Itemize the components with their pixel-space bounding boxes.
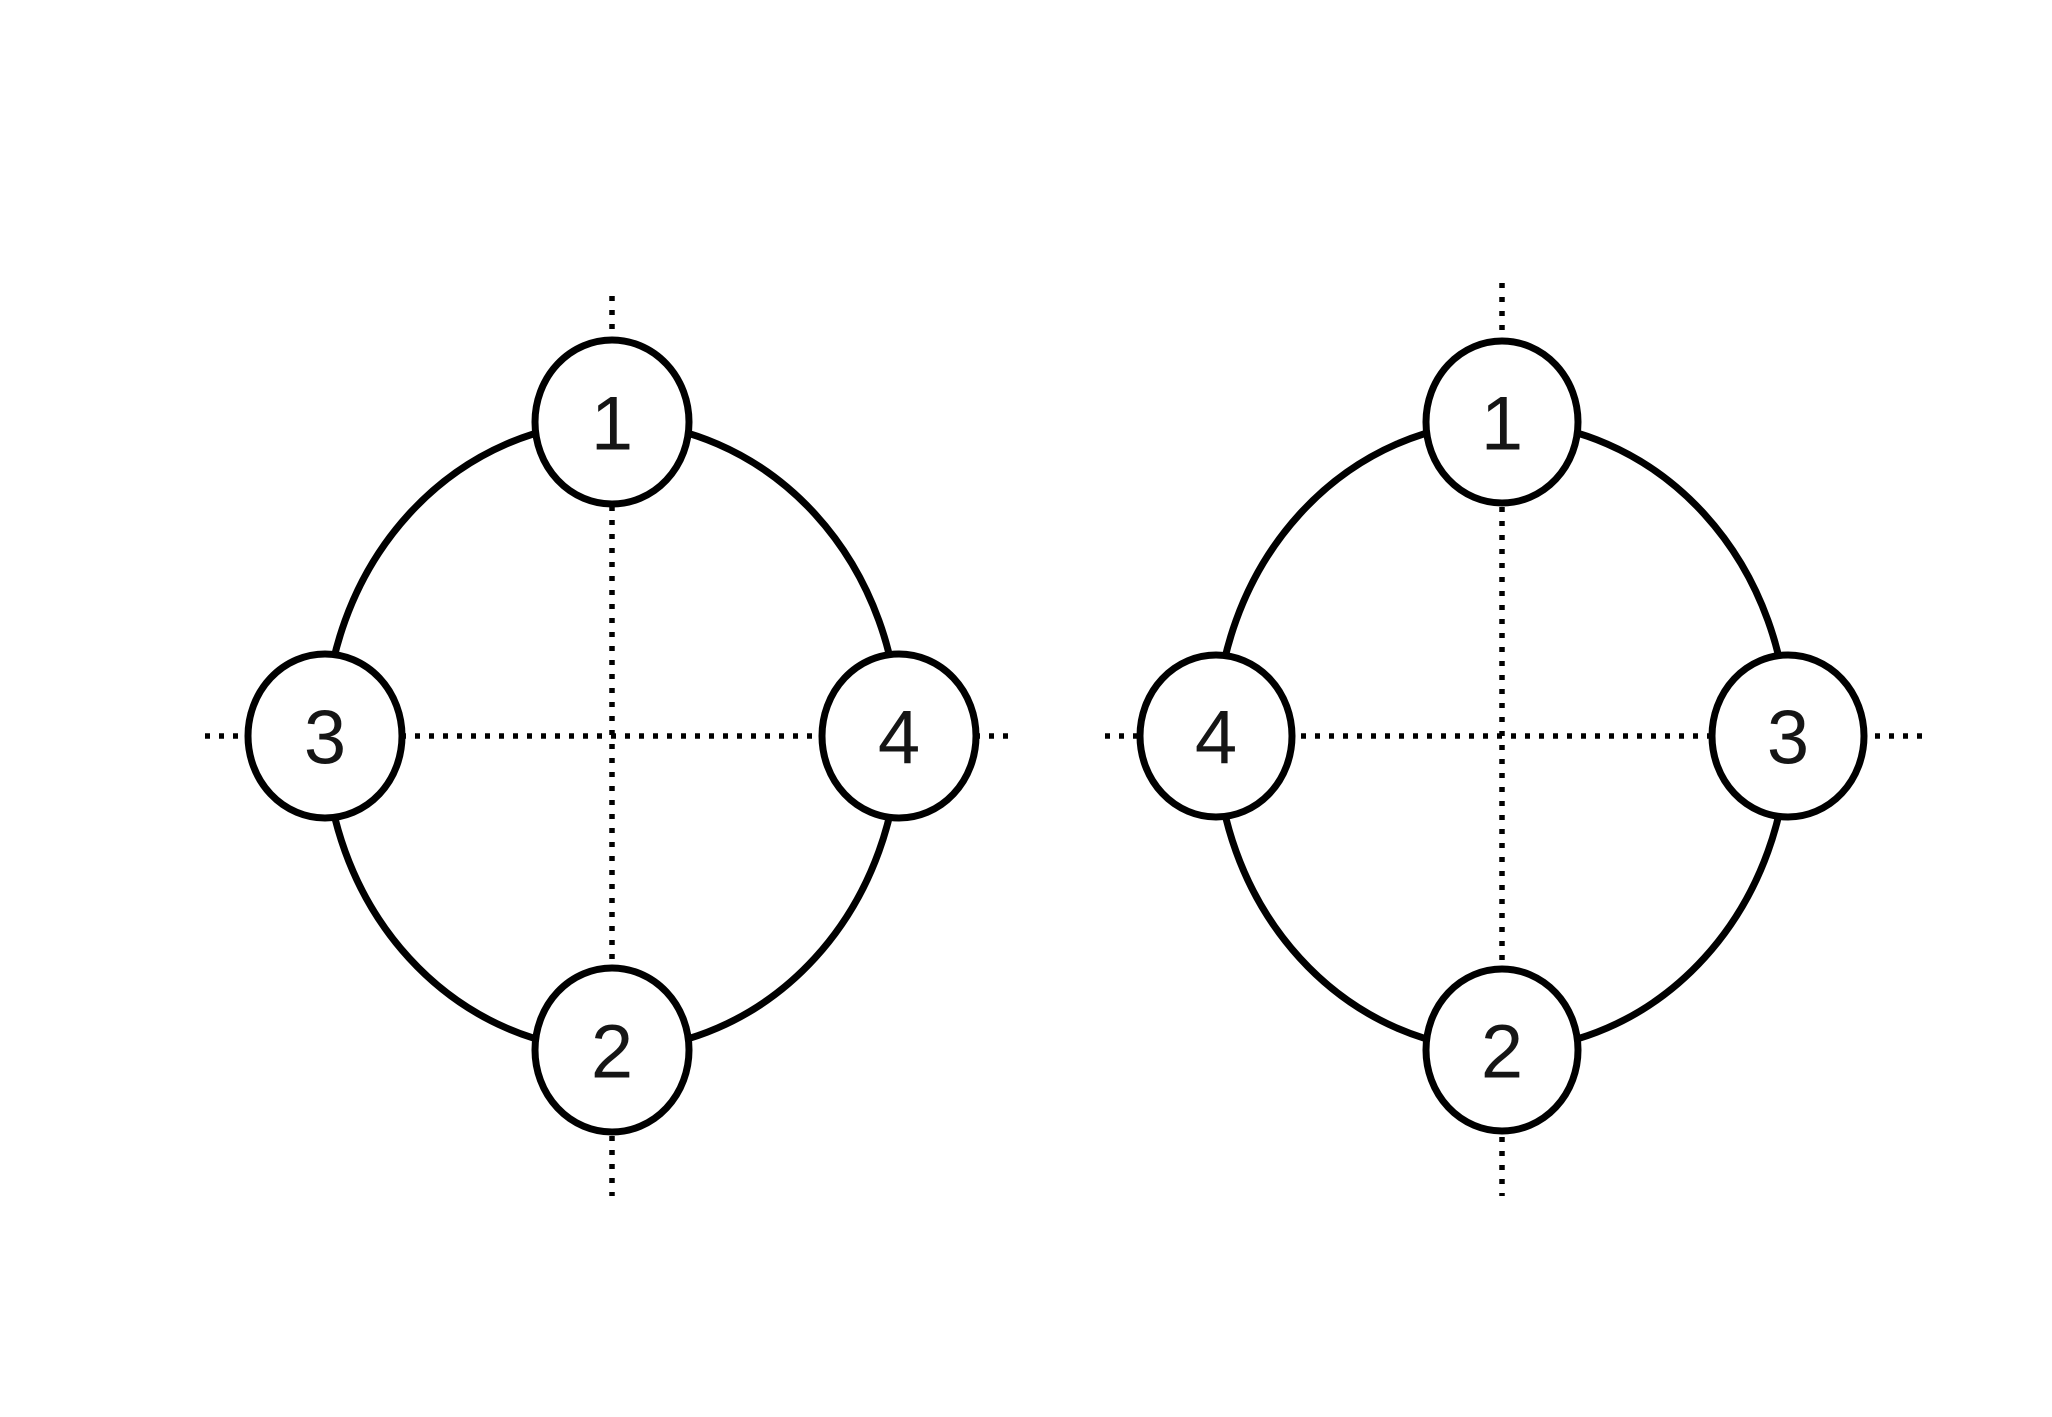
node-label: 2 bbox=[1481, 1009, 1523, 1094]
node-label: 2 bbox=[591, 1009, 633, 1094]
cycle-right: 1 3 2 4 bbox=[1105, 283, 1925, 1196]
node-label: 4 bbox=[1195, 695, 1237, 780]
node-circle bbox=[1136, 651, 1296, 821]
node-circle bbox=[818, 650, 980, 822]
node-bottom: 2 bbox=[1422, 965, 1582, 1135]
node-label: 1 bbox=[1481, 381, 1523, 466]
node-right: 3 bbox=[1708, 651, 1868, 821]
node-right: 4 bbox=[818, 650, 980, 822]
node-circle bbox=[1422, 337, 1582, 507]
node-circle bbox=[1708, 651, 1868, 821]
node-label: 3 bbox=[304, 695, 346, 780]
node-label: 1 bbox=[591, 381, 633, 466]
node-circle bbox=[531, 336, 693, 508]
node-label: 3 bbox=[1767, 695, 1809, 780]
node-left: 4 bbox=[1136, 651, 1296, 821]
node-circle bbox=[244, 650, 406, 822]
node-bottom: 2 bbox=[531, 964, 693, 1136]
node-top: 1 bbox=[531, 336, 693, 508]
node-circle bbox=[1422, 965, 1582, 1135]
node-left: 3 bbox=[244, 650, 406, 822]
cycle-left: 1 4 2 3 bbox=[205, 296, 1012, 1196]
node-label: 4 bbox=[878, 695, 920, 780]
node-top: 1 bbox=[1422, 337, 1582, 507]
node-circle bbox=[531, 964, 693, 1136]
